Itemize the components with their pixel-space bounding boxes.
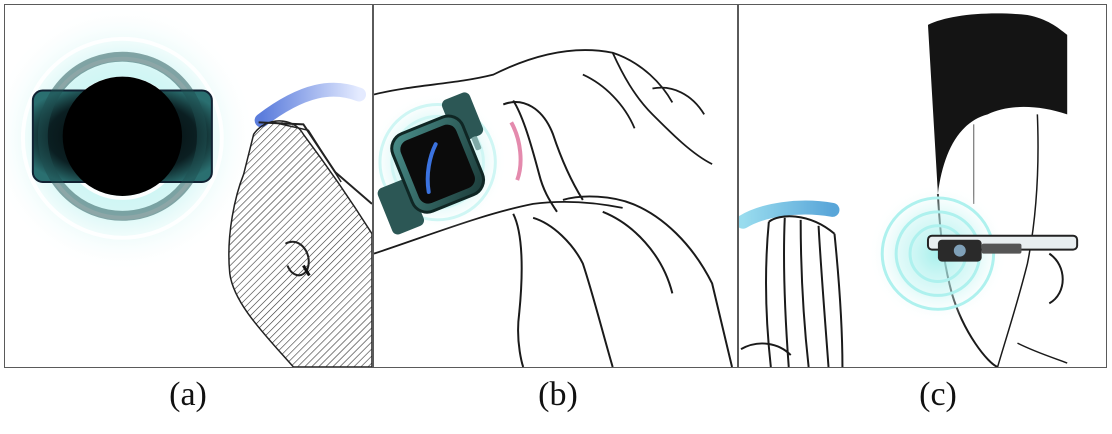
caption-b: (b) bbox=[538, 376, 578, 413]
smartphone-illustration bbox=[5, 5, 372, 367]
smartphone-icon bbox=[31, 51, 213, 221]
caption-c: (c) bbox=[919, 376, 957, 413]
forearm-sketch bbox=[374, 49, 713, 255]
panel-smartphone bbox=[4, 4, 373, 368]
smartwatch-illustration bbox=[374, 49, 733, 367]
smart-glasses-illustration bbox=[739, 13, 1079, 367]
caption-a: (a) bbox=[169, 376, 207, 413]
hand-gesture-icon bbox=[228, 120, 372, 367]
hand-gesture-icon bbox=[740, 215, 844, 367]
pointing-hand-sketch bbox=[502, 99, 733, 367]
swipe-arc-icon bbox=[739, 200, 840, 229]
smart-glasses-icon bbox=[926, 234, 1079, 262]
touch-indicator-icon bbox=[509, 121, 523, 181]
panel-smart-glasses bbox=[738, 4, 1107, 368]
panel-smartwatch bbox=[373, 4, 738, 368]
smartwatch-icon bbox=[377, 92, 486, 235]
swipe-arc-icon bbox=[254, 82, 367, 128]
